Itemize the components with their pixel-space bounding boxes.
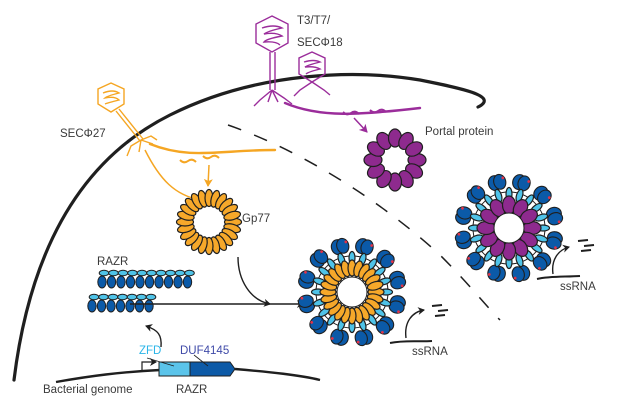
t3t7-rna-1: [342, 110, 360, 116]
ssrna-fragments-2: [577, 239, 595, 252]
razr-blue-lobe: [309, 249, 329, 268]
razr-filament-row-1: [97, 269, 195, 289]
razr-filament-row-2: [87, 293, 157, 313]
razr-monomer: [154, 269, 167, 289]
razr-monomer: [163, 269, 176, 289]
gp77-to-complex-arrow: [237, 256, 271, 307]
promoter-arrow-icon: [141, 358, 157, 370]
ssrna-strand-2: [536, 275, 581, 280]
razr-monomer: [182, 269, 195, 289]
razr-monomer: [134, 293, 147, 313]
razr-blue-lobe: [376, 249, 395, 269]
razr-portal-complex: [454, 173, 564, 283]
razr-monomer: [135, 269, 148, 289]
razr-blue-lobe: [354, 328, 374, 347]
ssrna-cleave-arrow-1: [405, 307, 425, 339]
razr-blue-lobe: [455, 206, 473, 225]
label-bacterial-genome: Bacterial genome: [43, 384, 133, 396]
cell-membrane: [12, 73, 486, 382]
razr-blue-lobe: [297, 294, 316, 314]
razr-blue-lobe: [454, 230, 473, 250]
label-t3t7: T3/T7/: [297, 15, 331, 27]
razr-monomer: [106, 293, 119, 313]
razr-blue-lobe: [466, 251, 485, 271]
razr-monomer: [96, 293, 109, 313]
ssrna-cleave-arrow-2: [551, 244, 570, 275]
gp77-arrow-down: [203, 164, 213, 187]
zfd-pointer: [146, 357, 175, 367]
label-secphi27: SECΦ27: [60, 128, 106, 140]
razr-blue-lobe: [487, 264, 506, 282]
duf4145-domain-box: [189, 361, 236, 377]
expression-arrow: [145, 324, 162, 348]
razr-blue-lobe: [375, 316, 395, 335]
razr-monomer: [125, 269, 138, 289]
ssrna-fragments-1: [431, 304, 449, 317]
portal-arrow: [353, 117, 368, 133]
secphi27-dna: [148, 142, 277, 155]
razr-monomer: [87, 293, 100, 313]
razr-gp77-complex: [297, 237, 407, 347]
label-secphi18: SECΦ18: [297, 37, 343, 49]
razr-blue-lobe: [388, 295, 406, 314]
t3t7-rna-2: [369, 108, 387, 114]
secphi27-rna-1: [179, 158, 197, 164]
portal-protein-ring: [363, 128, 427, 192]
label-zfd: ZFD: [139, 345, 161, 357]
gp77-subunit: [223, 210, 242, 221]
razr-monomer: [125, 293, 138, 313]
zfd-domain-box: [158, 361, 191, 377]
ssrna-strand-1: [389, 340, 433, 344]
label-duf4145: DUF4145: [180, 345, 229, 357]
label-portal-protein: Portal protein: [425, 126, 493, 138]
gp77-arrow-curve: [144, 149, 201, 204]
razr-blue-lobe: [466, 185, 486, 204]
duf-pointer: [193, 354, 209, 367]
razr-blue-lobe: [309, 315, 328, 335]
portal-subunit: [405, 141, 424, 157]
t3t7-dna: [283, 101, 422, 115]
razr-monomer: [144, 269, 157, 289]
label-ssrna-1: ssRNA: [412, 346, 448, 358]
razr-monomer: [106, 269, 119, 289]
razr-blue-lobe: [388, 270, 407, 290]
label-gp77: Gp77: [242, 213, 270, 225]
razr-blue-lobe: [330, 237, 350, 256]
gp77-ring: [175, 188, 243, 256]
dashed-boundary: [227, 124, 501, 321]
gp77-subunit: [366, 280, 384, 291]
razr-blue-lobe: [532, 252, 552, 271]
razr-blue-lobe: [533, 185, 552, 205]
razr-blue-lobe: [545, 231, 563, 250]
razr-monomer: [116, 269, 129, 289]
bacterial-genome-dna: [55, 367, 321, 384]
razr-blue-lobe: [511, 264, 531, 283]
razr-monomer: [115, 293, 128, 313]
secphi27-phage-icon: [97, 82, 158, 157]
razr-blue-lobe: [355, 238, 374, 256]
razr-monomer: [144, 293, 157, 313]
secphi27-rna-2: [202, 154, 220, 160]
t3t7-phage-icon: [253, 15, 331, 107]
razr-monomer: [97, 269, 110, 289]
razr-monomer: [173, 269, 186, 289]
label-razr-complex: RAZR: [97, 256, 128, 268]
label-razr-gene: RAZR: [176, 384, 207, 396]
razr-blue-lobe: [545, 206, 564, 226]
label-ssrna-2: ssRNA: [560, 281, 596, 293]
